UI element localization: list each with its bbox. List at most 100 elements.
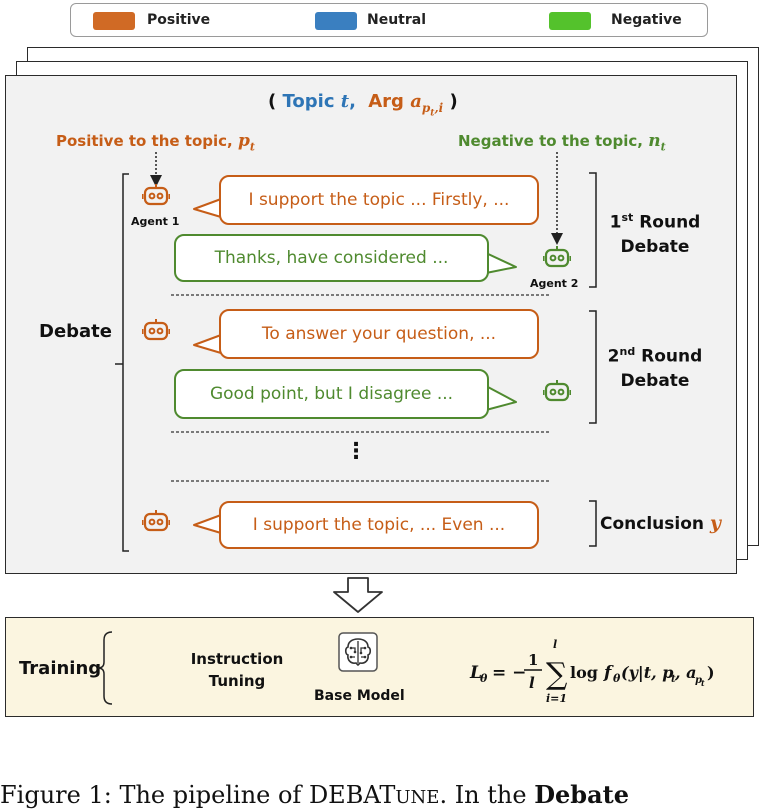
message-bubble-3: To answer your question, ...	[219, 309, 539, 359]
instruction-line2: Tuning	[208, 672, 266, 690]
bubble2-tail	[485, 252, 517, 274]
round2-line2: Debate	[620, 370, 690, 391]
training-label: Training	[19, 658, 102, 679]
svg-text:f: f	[603, 663, 614, 683]
svg-text:l: l	[553, 638, 557, 651]
round2-label: 2nd Round Debate	[600, 340, 710, 393]
conclusion-bracket	[589, 500, 597, 547]
agent1-robot-icon-conclusion	[142, 510, 170, 532]
debate-bracket	[122, 173, 129, 552]
down-arrow-icon	[333, 577, 383, 613]
round1-num: 1	[609, 212, 622, 233]
conclusion-text: Conclusion	[600, 514, 704, 534]
bubble1-tail	[193, 198, 222, 218]
agent1-label: Agent 1	[131, 215, 180, 228]
round2-sup: nd	[619, 345, 636, 358]
message-bubble-4: Good point, but I disagree ...	[174, 369, 489, 419]
svg-text:): )	[707, 663, 715, 682]
round1-bracket	[589, 172, 597, 288]
header-open-paren: (	[268, 91, 277, 112]
arg-var-sub: p	[421, 100, 431, 115]
negative-var-n: n	[648, 131, 661, 151]
debate-label: Debate	[39, 321, 112, 342]
header-close-paren: )	[449, 91, 458, 112]
arg-var-subsub: t	[430, 107, 435, 118]
round1-sup: st	[621, 211, 634, 224]
arg-var-sub-tail: ,i	[434, 100, 444, 115]
negative-side-var: nt	[648, 131, 666, 154]
base-model-label: Base Model	[314, 688, 405, 704]
negative-swatch	[549, 12, 591, 30]
debate-panel: ( Topic t, Arg apt,i ) Positive to the t…	[5, 75, 737, 574]
negative-side-text: Negative to the topic,	[458, 132, 643, 150]
arg-var-a: a	[410, 91, 422, 112]
neutral-swatch	[315, 12, 357, 30]
topic-arg-header: ( Topic t, Arg apt,i )	[268, 91, 458, 118]
svg-text:θ: θ	[480, 672, 488, 685]
svg-text:1: 1	[528, 651, 538, 669]
svg-text:l: l	[529, 674, 535, 692]
header-arg-word: Arg	[368, 91, 404, 112]
round2-word: Round	[641, 346, 703, 367]
agent2-robot-icon	[543, 246, 571, 268]
positive-side-label: Positive to the topic, pt	[56, 131, 255, 153]
caption-mid: . In the	[439, 781, 535, 809]
caption-smallcaps: UNE	[395, 787, 440, 808]
round1-word: Round	[639, 212, 701, 233]
loss-formula: L θ = − 1 l ∑ l i=1 log f θ (y|t, p t , …	[469, 638, 715, 705]
svg-text:θ: θ	[613, 672, 621, 685]
svg-text:L: L	[469, 663, 482, 683]
message-bubble-2: Thanks, have considered ...	[174, 234, 489, 282]
legend: Positive Neutral Negative	[70, 3, 708, 37]
agent2-label: Agent 2	[530, 277, 579, 290]
positive-swatch	[93, 12, 135, 30]
svg-text:, a: , a	[674, 663, 697, 682]
instruction-line1: Instruction	[190, 650, 284, 668]
round2-line1: 2nd Round	[600, 340, 710, 369]
caption-prefix: Figure 1: The pipeline of DEBAT	[0, 781, 396, 809]
legend-positive-label: Positive	[147, 12, 211, 28]
round2-num: 2	[607, 346, 620, 367]
agent1-robot-icon-round2	[142, 319, 170, 341]
svg-text:log: log	[570, 663, 598, 682]
caption-bold: Debate	[534, 780, 629, 809]
round1-line2: Debate	[620, 236, 690, 257]
header-topic-var: t	[340, 91, 350, 112]
bubble3-tail	[193, 334, 222, 354]
svg-text:i=1: i=1	[546, 692, 567, 705]
svg-text:(y|t, p: (y|t, p	[621, 663, 673, 682]
negative-var-sub: t	[660, 140, 666, 154]
brain-chip-icon	[338, 632, 378, 672]
negative-side-label: Negative to the topic, nt	[458, 131, 666, 153]
positive-side-var: pt	[237, 131, 255, 154]
conclusion-label: Conclusion y	[600, 512, 721, 534]
round1-line1: 1st Round	[600, 206, 710, 235]
header-topic-word: Topic	[282, 91, 335, 112]
message-bubble-1: I support the topic ... Firstly, ...	[219, 175, 539, 225]
round1-label: 1st Round Debate	[600, 206, 710, 259]
svg-text:t: t	[671, 674, 676, 685]
agent1-robot-icon	[142, 184, 170, 206]
legend-negative-label: Negative	[611, 12, 682, 28]
positive-var-p: p	[237, 131, 250, 151]
svg-text:p: p	[695, 675, 702, 686]
legend-neutral-label: Neutral	[367, 12, 427, 28]
round2-bracket	[589, 310, 597, 424]
bubble5-tail	[193, 514, 222, 534]
agent2-robot-icon-round2	[543, 380, 571, 402]
conclusion-var: y	[709, 512, 721, 534]
header-comma: ,	[349, 91, 356, 112]
positive-var-sub: t	[249, 140, 255, 154]
training-brace	[98, 631, 113, 705]
figure-caption: Figure 1: The pipeline of DEBATUNE. In t…	[0, 780, 762, 809]
svg-text:∑: ∑	[546, 657, 568, 692]
debate-connectors	[115, 152, 597, 552]
bubble4-tail	[485, 385, 517, 411]
vertical-ellipsis: ⋮	[345, 439, 367, 464]
positive-side-text: Positive to the topic,	[56, 132, 233, 150]
instruction-tuning-label: Instruction Tuning	[182, 648, 292, 692]
header-arg-var: apt,i	[410, 91, 444, 118]
svg-text:= −: = −	[492, 663, 526, 683]
svg-text:t: t	[701, 678, 705, 688]
training-panel: Training Instruction Tuning Base Model L…	[5, 617, 754, 717]
